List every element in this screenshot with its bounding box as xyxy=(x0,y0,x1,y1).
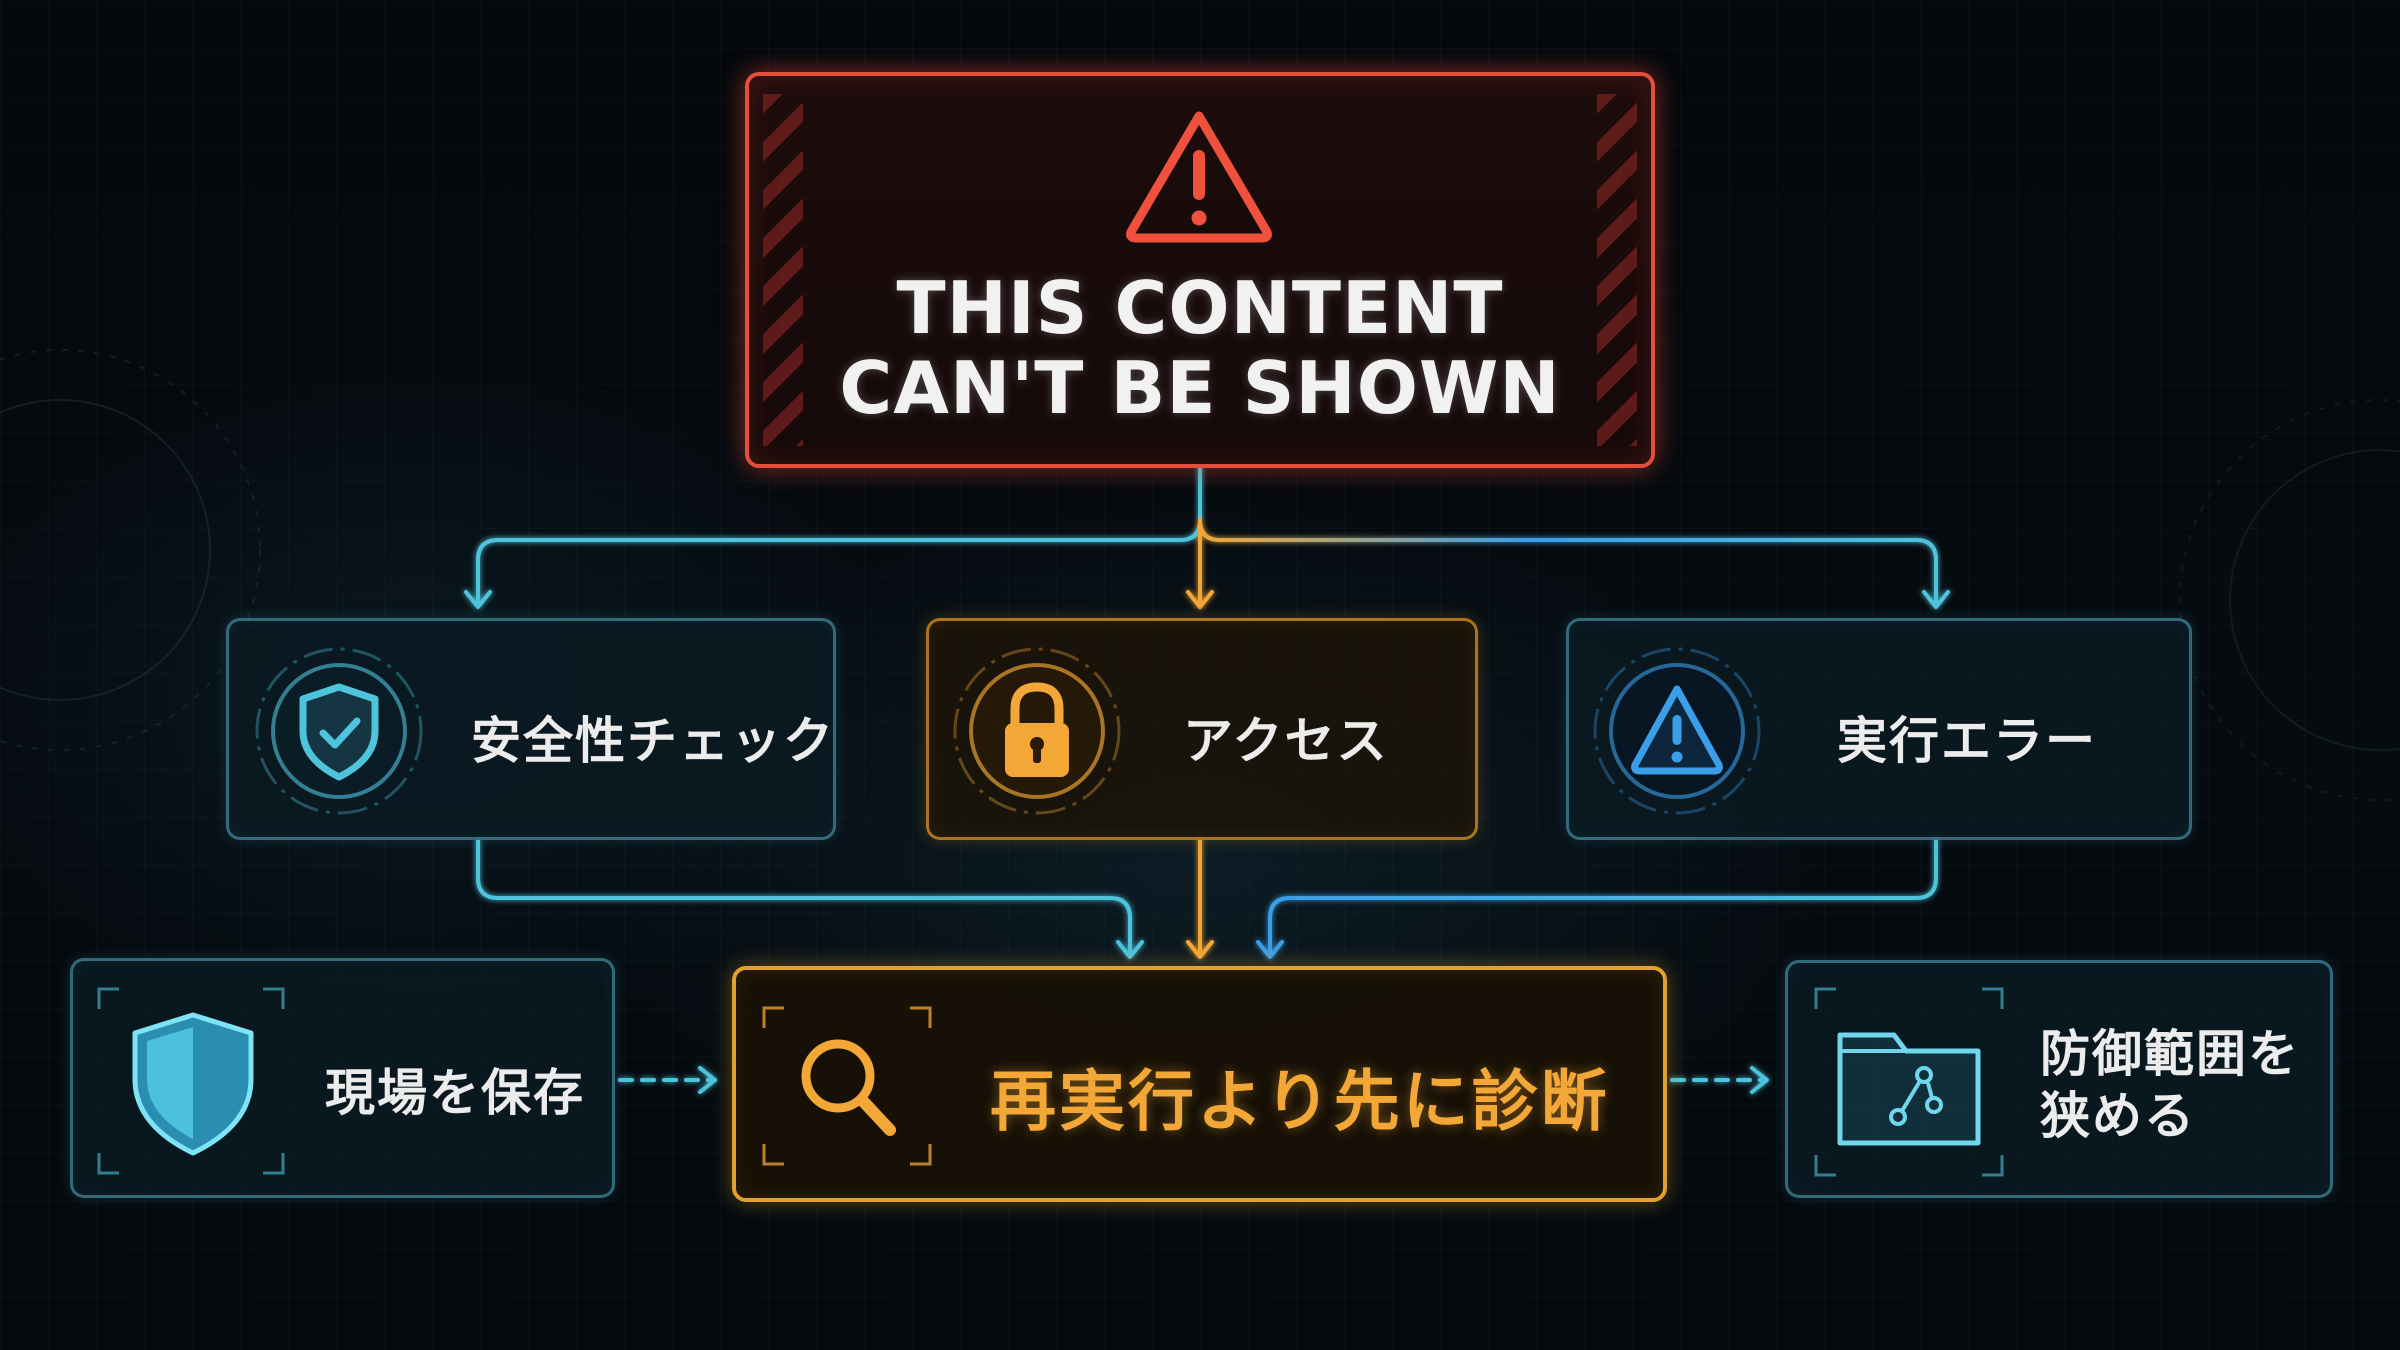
warning-triangle-icon xyxy=(1593,647,1761,815)
action-card-diagnose: 再実行より先に診断 xyxy=(732,966,1667,1202)
cause-card-safety-check: 安全性チェック xyxy=(226,618,836,840)
warning-triangle-icon xyxy=(1126,111,1272,243)
warning-title-line2: CAN'T BE SHOWN xyxy=(839,346,1561,430)
arrow-head-diagnose-left xyxy=(1116,940,1144,959)
warning-title-line1: THIS CONTENT xyxy=(896,266,1504,350)
shield-icon xyxy=(97,987,285,1175)
magnifier-icon xyxy=(762,1006,932,1166)
cause-label-safety-check: 安全性チェック xyxy=(471,712,835,770)
cause-label-access: アクセス xyxy=(1183,712,1389,770)
hazard-stripes-left xyxy=(763,94,803,446)
shield-check-icon xyxy=(255,647,423,815)
arrow-head-access xyxy=(1186,590,1214,609)
action-label-preserve-scene: 現場を保存 xyxy=(325,1064,585,1122)
connector-to-error xyxy=(1198,518,1938,607)
warning-panel: THIS CONTENT CAN'T BE SHOWN xyxy=(745,72,1655,468)
cause-label-execution-error: 実行エラー xyxy=(1837,712,2097,770)
arrow-head-preserve xyxy=(698,1066,717,1094)
action-card-narrow-scope: 防御範囲を狭める xyxy=(1785,960,2333,1198)
connector-to-safety xyxy=(476,518,1202,607)
arrow-head-error xyxy=(1922,590,1950,609)
hazard-stripes-right xyxy=(1597,94,1637,446)
arrow-head-narrow xyxy=(1750,1066,1769,1094)
decor-circle-left xyxy=(0,349,261,751)
action-label-narrow-scope: 防御範囲を狭める xyxy=(2040,1025,2300,1145)
arrow-head-diagnose-right xyxy=(1256,940,1284,959)
arrow-head-safety xyxy=(464,590,492,609)
cause-card-access: アクセス xyxy=(926,618,1478,840)
padlock-icon xyxy=(953,647,1121,815)
connector-safety-to-diagnose xyxy=(476,838,1132,957)
connector-error-to-diagnose xyxy=(1268,838,1938,957)
decor-circle-right xyxy=(2179,399,2400,801)
action-card-preserve-scene: 現場を保存 xyxy=(70,958,615,1198)
warning-title: THIS CONTENT CAN'T BE SHOWN xyxy=(749,268,1651,428)
action-label-diagnose: 再実行より先に診断 xyxy=(990,1063,1610,1140)
arrow-head-diagnose-center xyxy=(1186,940,1214,959)
folder-network-icon xyxy=(1814,987,2004,1177)
cause-card-execution-error: 実行エラー xyxy=(1566,618,2192,840)
